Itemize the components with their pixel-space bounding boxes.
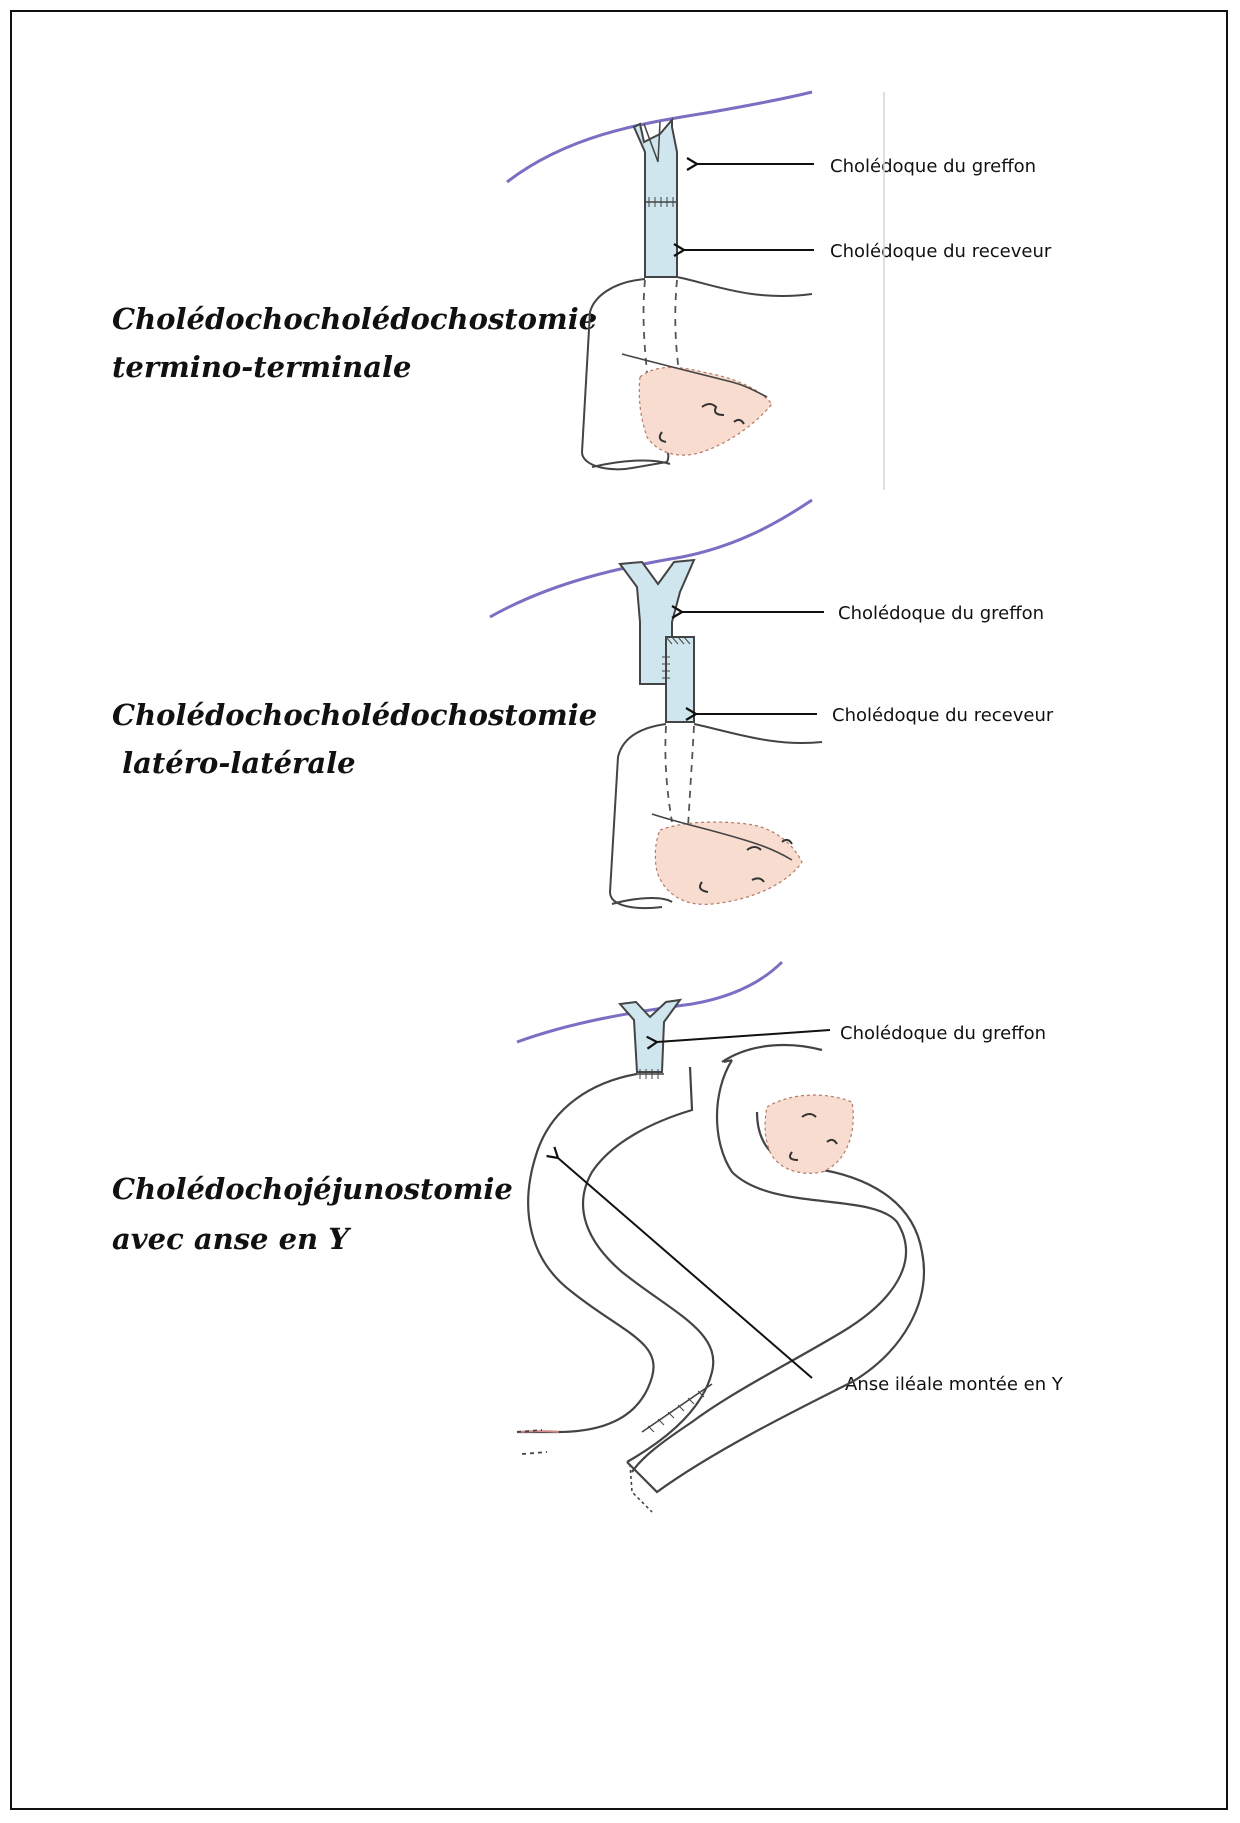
panel-3-roux-loop-outer — [517, 1074, 654, 1432]
figure-frame: Cholédochocholédochostomie termino-termi… — [10, 10, 1228, 1810]
panel-1-drawing — [507, 92, 814, 469]
panel-2-drawing — [490, 500, 824, 908]
panel-3-roux-loop-inner — [583, 1067, 713, 1462]
panel-2-recipient-duct — [666, 637, 694, 722]
panel-3-suture-bottom — [642, 1384, 712, 1432]
panel-2-pancreas — [655, 822, 802, 904]
panel-3-pancreas — [765, 1095, 853, 1173]
panel-3-arrow-graft — [657, 1030, 830, 1042]
panel-3-arrow-ileal-loop — [558, 1158, 812, 1378]
anastomosis-drawings — [12, 12, 1230, 1812]
panel-1-pancreas — [639, 367, 772, 455]
panel-3-drawing — [517, 962, 924, 1512]
